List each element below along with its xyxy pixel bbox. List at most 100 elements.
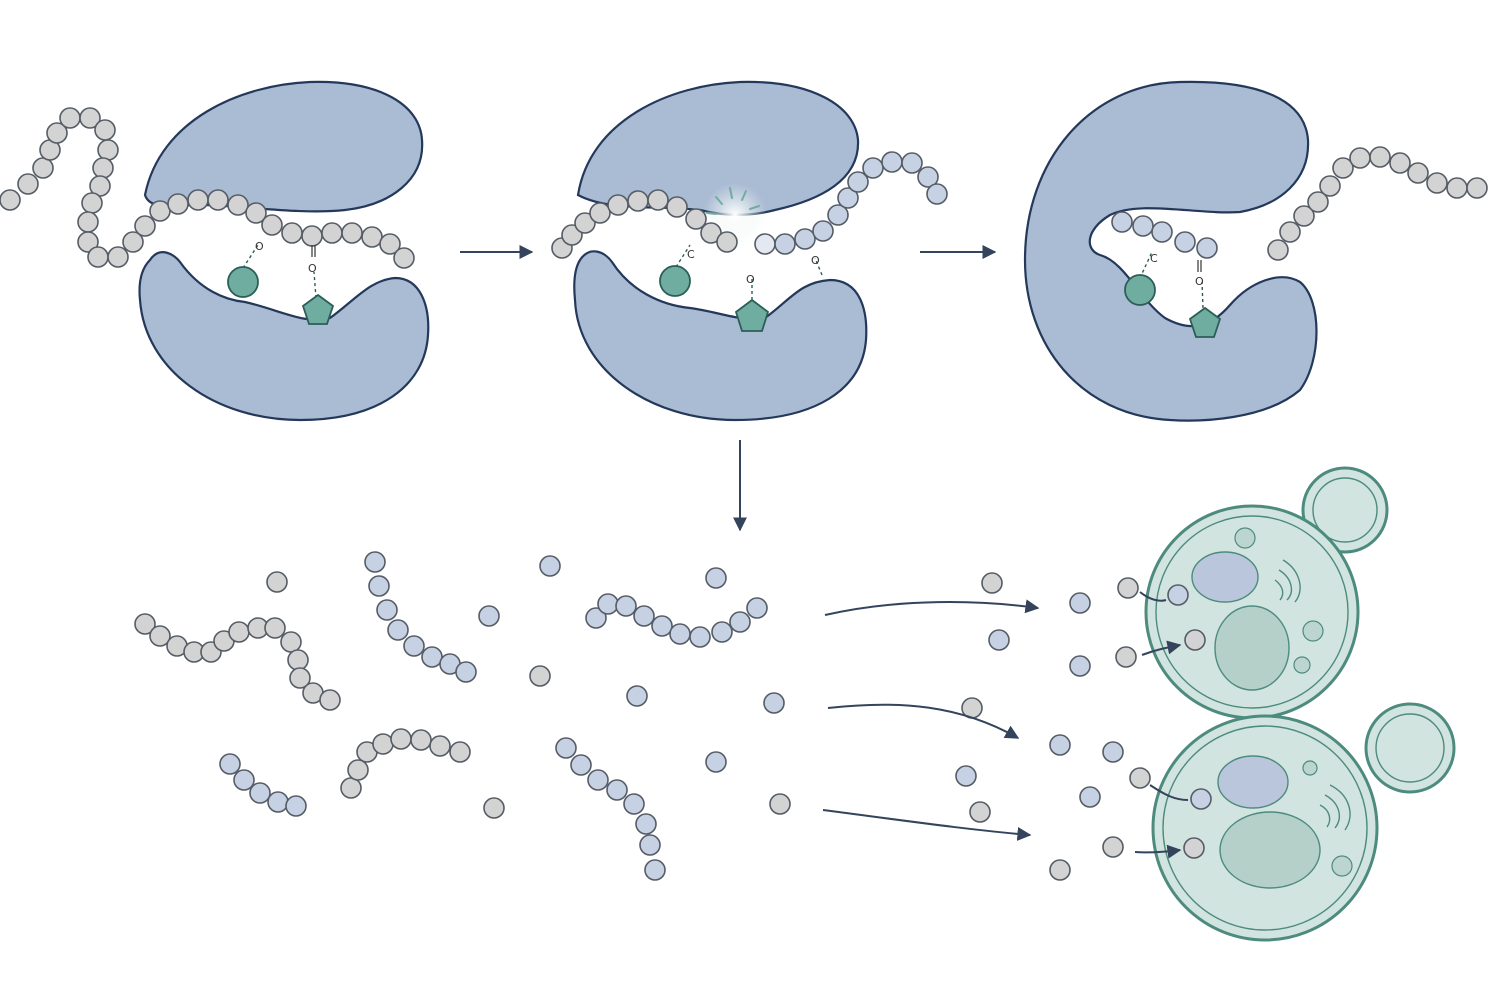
yeast-cell-bottom xyxy=(1151,702,1456,942)
monomer-bead xyxy=(633,605,655,627)
monomer-bead xyxy=(626,685,648,707)
monomer-bead xyxy=(81,192,103,214)
monomer-bead xyxy=(1196,237,1218,259)
monomer-bead xyxy=(729,611,751,633)
active-site-3: C O xyxy=(1124,251,1222,338)
monomer-bead xyxy=(59,107,81,129)
monomer-bead xyxy=(403,635,425,657)
monomer-bead xyxy=(167,193,189,215)
monomer-bead xyxy=(92,157,114,179)
monomer-bead xyxy=(393,247,415,269)
carbon-label-2a: C xyxy=(687,248,695,261)
monomer-bead xyxy=(266,571,288,593)
monomer-bead xyxy=(763,692,785,714)
hbond-1a xyxy=(242,244,259,269)
internalized-monomer xyxy=(1183,837,1205,859)
monomer-bead xyxy=(1332,157,1354,179)
monomer-bead xyxy=(1151,221,1173,243)
internalized-monomer xyxy=(1190,788,1212,810)
monomer-bead xyxy=(483,797,505,819)
binding-residue-pentagon-icon xyxy=(1188,306,1222,338)
monomer-bead xyxy=(901,152,923,174)
monomer-bead xyxy=(705,567,727,589)
nucleus xyxy=(1191,551,1259,603)
monomer-bead xyxy=(134,613,156,635)
vacuole xyxy=(1219,811,1321,889)
panel-release: C O xyxy=(1023,80,1488,422)
monomer-bead xyxy=(340,777,362,799)
monomer-bead xyxy=(689,626,711,648)
catalytic-residue-icon xyxy=(227,266,259,298)
monomer-bead xyxy=(281,222,303,244)
monomer-bead xyxy=(1115,646,1137,668)
monomer-bead xyxy=(17,173,39,195)
vacuole xyxy=(1214,605,1290,691)
monomer-bead xyxy=(429,735,451,757)
enzyme-2 xyxy=(573,80,868,422)
monomer-bead xyxy=(46,122,68,144)
monomer-bead xyxy=(249,782,271,804)
monomer-bead xyxy=(228,621,250,643)
monomer-bead xyxy=(1466,177,1488,199)
monomer-bead xyxy=(107,246,129,268)
monomer-bead xyxy=(478,605,500,627)
monomer-bead xyxy=(376,599,398,621)
monomer-bead xyxy=(1407,162,1429,184)
monomer-bead xyxy=(639,834,661,856)
monomer-bead xyxy=(1426,172,1448,194)
oxygen-label-3b: O xyxy=(1195,275,1204,288)
monomer-bead xyxy=(390,728,412,750)
monomer-bead xyxy=(285,795,307,817)
monomer-bead xyxy=(635,813,657,835)
monomer-bead xyxy=(700,222,722,244)
monomer-bead xyxy=(685,208,707,230)
monomer-bead xyxy=(1293,205,1315,227)
hbond-2a xyxy=(675,244,691,268)
monomer-bead xyxy=(589,202,611,224)
monomer-bead xyxy=(587,769,609,791)
hydrolysis-products xyxy=(134,551,1151,881)
active-site-2: C O O xyxy=(659,244,823,332)
nucleus xyxy=(1217,755,1289,809)
monomer-bead xyxy=(1174,231,1196,253)
monomer-bead xyxy=(754,233,776,255)
monomer-bead xyxy=(122,231,144,253)
oxygen-label-1a: O xyxy=(255,240,264,253)
monomer-bead xyxy=(207,189,229,211)
uptake-arrow-small xyxy=(1139,591,1167,602)
monomer-bead xyxy=(623,793,645,815)
monomer-bead xyxy=(233,769,255,791)
monomer-bead xyxy=(319,689,341,711)
active-site-1: O O xyxy=(227,240,335,325)
monomer-bead xyxy=(77,231,99,253)
monomer-bead xyxy=(77,211,99,233)
golgi-icon xyxy=(1329,784,1351,831)
monomer-bead xyxy=(267,791,289,813)
monomer-bead xyxy=(245,202,267,224)
bud-icon xyxy=(1301,466,1389,554)
monomer-bead xyxy=(0,189,21,211)
uptake-arrow-2 xyxy=(827,703,1020,739)
monomer-bead xyxy=(364,551,386,573)
oxygen-label-1b: O xyxy=(308,262,317,275)
polymer-chain-1 xyxy=(0,107,415,269)
monomer-bead xyxy=(926,183,948,205)
enzyme-3 xyxy=(1023,80,1318,422)
monomer-bead xyxy=(955,765,977,787)
monomer-bead xyxy=(1049,734,1071,756)
hbond-3a xyxy=(1139,251,1153,279)
monomer-bead xyxy=(812,220,834,242)
monomer-bead xyxy=(134,215,156,237)
monomer-bead xyxy=(711,621,733,643)
monomer-bead xyxy=(1111,211,1133,233)
cleavage-sparkle-icon xyxy=(706,187,760,215)
monomer-bead xyxy=(410,729,432,751)
monomer-bead xyxy=(627,190,649,212)
bud-icon xyxy=(1364,702,1456,794)
uptake-arrow-small xyxy=(1149,784,1189,801)
monomer-bead xyxy=(1069,592,1091,614)
monomer-bead xyxy=(794,228,816,250)
monomer-bead xyxy=(387,619,409,641)
monomer-bead xyxy=(287,649,309,671)
